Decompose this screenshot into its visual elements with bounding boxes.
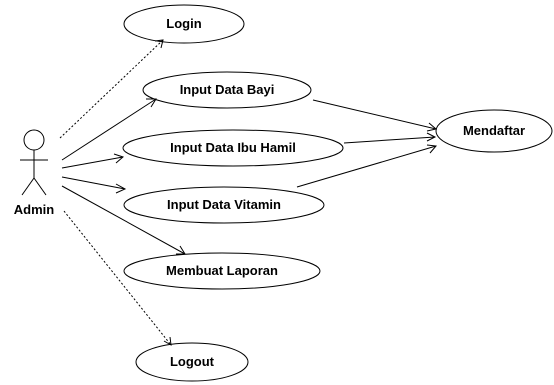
association-admin-membuat-laporan-line [61, 185, 186, 255]
connector-admin-logout-line [63, 210, 172, 346]
use-case-membuat-laporan-label: Membuat Laporan [166, 263, 278, 278]
actor-head [23, 129, 45, 151]
use-case-logout-label: Logout [170, 354, 215, 369]
use-case-input-data-bayi: Input Data Bayi [142, 71, 312, 109]
use-case-input-data-vitamin: Input Data Vitamin [123, 186, 325, 224]
use-case-input-data-ibu-hamil: Input Data Ibu Hamil [122, 129, 344, 167]
association-admin-input-data-vitamin [61, 176, 127, 194]
association-input-data-bayi-mendaftar-line [312, 99, 437, 130]
use-case-mendaftar: Mendaftar [435, 109, 553, 153]
association-input-data-bayi-mendaftar [312, 99, 438, 132]
use-case-mendaftar-shape [435, 109, 553, 153]
association-admin-input-data-bayi-line [61, 98, 157, 161]
association-admin-membuat-laporan-arrowhead [176, 245, 186, 255]
association-admin-input-data-bayi-arrowhead [146, 98, 157, 108]
use-case-login-shape [123, 4, 245, 44]
association-input-data-ibu-hamil-mendaftar-arrowhead [426, 132, 437, 142]
association-admin-input-data-ibu-hamil [61, 153, 124, 169]
use-case-input-data-vitamin-shape [123, 186, 325, 224]
use-case-input-data-bayi-shape [142, 71, 312, 109]
actor-label: Admin [14, 202, 55, 217]
association-admin-membuat-laporan [61, 185, 186, 255]
association-input-data-vitamin-mendaftar [296, 144, 437, 188]
connector-admin-logout-arrowhead [163, 336, 172, 346]
association-admin-input-data-ibu-hamil-line [61, 156, 124, 169]
association-input-data-bayi-mendaftar-arrowhead [426, 122, 438, 132]
use-case-login-label: Login [166, 16, 201, 31]
use-case-input-data-vitamin-label: Input Data Vitamin [167, 197, 281, 212]
association-admin-input-data-bayi [61, 98, 157, 161]
actor-admin: Admin [14, 129, 55, 217]
association-input-data-vitamin-mendaftar-arrowhead [426, 144, 437, 154]
association-admin-input-data-vitamin-arrowhead [115, 183, 127, 194]
connector-admin-logout [63, 210, 172, 346]
use-case-membuat-laporan: Membuat Laporan [123, 252, 321, 290]
association-input-data-ibu-hamil-mendaftar-line [343, 136, 436, 144]
use-case-login: Login [123, 4, 245, 44]
use-case-input-data-bayi-label: Input Data Bayi [180, 82, 275, 97]
use-case-membuat-laporan-shape [123, 252, 321, 290]
use-case-input-data-ibu-hamil-label: Input Data Ibu Hamil [170, 140, 296, 155]
connector-admin-login-arrowhead [154, 39, 164, 49]
use-case-mendaftar-label: Mendaftar [463, 123, 525, 138]
use-case-logout: Logout [135, 342, 249, 382]
actor-left-leg [21, 177, 35, 196]
connector-admin-login [59, 39, 164, 139]
association-admin-input-data-vitamin-line [61, 176, 126, 190]
use-case-input-data-ibu-hamil-shape [122, 129, 344, 167]
actor-right-leg [33, 177, 47, 196]
association-input-data-vitamin-mendaftar-line [296, 145, 437, 188]
association-admin-input-data-ibu-hamil-arrowhead [113, 153, 124, 164]
association-input-data-ibu-hamil-mendaftar [343, 132, 437, 144]
use-case-logout-shape [135, 342, 249, 382]
